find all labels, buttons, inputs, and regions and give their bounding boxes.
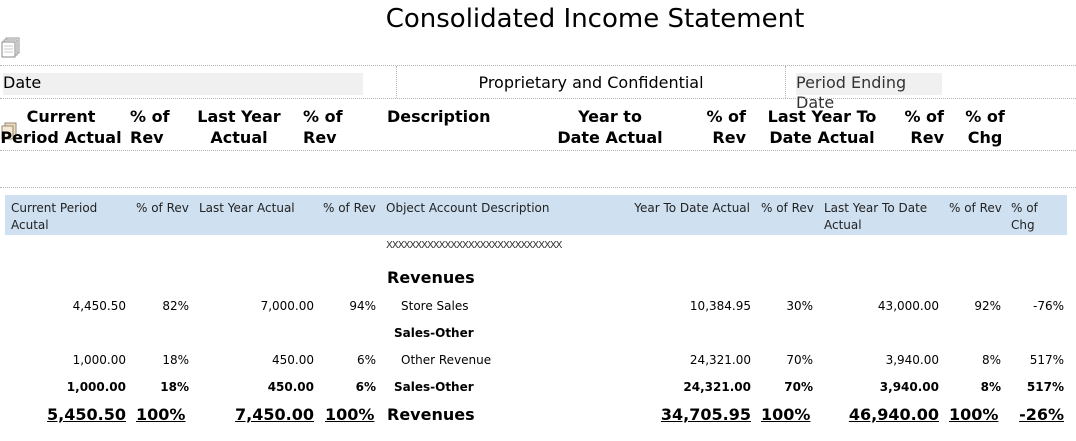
section-sales-other: Sales-Other: [394, 326, 474, 340]
divider: [396, 66, 397, 98]
band-description: Object Account Description: [386, 201, 550, 215]
cell-pct-rev-lytd: 100%: [949, 405, 999, 424]
header-description: Description: [387, 107, 491, 126]
divider: [0, 98, 1076, 99]
cell-pct-rev-ytd: 30%: [786, 299, 813, 313]
cell-description: Other Revenue: [401, 353, 492, 367]
cell-lytd: 3,940.00: [879, 380, 939, 394]
cell-description: Store Sales: [401, 299, 469, 313]
placeholder-text: XXXXXXXXXXXXXXXXXXXXXXXXXXXXXX: [386, 240, 563, 251]
date-label: Date: [3, 73, 363, 95]
band-pct-rev-ly: % of Rev: [323, 201, 376, 215]
cell-ytd: 24,321.00: [689, 353, 751, 367]
band-pct-rev-lytd: % of Rev: [949, 201, 1002, 215]
cell-last-year: 7,450.00: [235, 405, 314, 424]
cell-lytd: 43,000.00: [877, 299, 939, 313]
band-pct-rev: % of Rev: [136, 201, 189, 215]
cell-pct-rev-ly: 6%: [356, 353, 376, 367]
cell-pct-chg: -26%: [1019, 405, 1064, 424]
divider: [0, 65, 1076, 66]
cell-current: 4,450.50: [72, 299, 126, 313]
divider: [785, 66, 786, 98]
section-revenues: Revenues: [387, 268, 475, 287]
cell-ytd: 10,384.95: [689, 299, 751, 313]
cell-pct-rev-ly: 6%: [355, 380, 376, 394]
period-ending-label: Period Ending Date: [796, 73, 942, 112]
cell-last-year: 450.00: [267, 380, 314, 394]
band-ytd: Year To Date Actual: [634, 201, 750, 215]
divider: [0, 150, 1076, 151]
cell-pct-chg: -76%: [1032, 299, 1064, 313]
cell-description: Revenues: [387, 405, 475, 424]
cell-pct-rev: 100%: [136, 405, 186, 424]
cell-current: 1,000.00: [72, 353, 126, 367]
cell-pct-rev-lytd: 8%: [980, 380, 1001, 394]
cell-pct-rev-ytd: 70%: [786, 353, 813, 367]
cell-lytd: 46,940.00: [848, 405, 939, 424]
cell-pct-rev-lytd: 8%: [981, 353, 1001, 367]
cell-pct-rev-ly: 100%: [325, 405, 375, 424]
cell-pct-rev-lytd: 92%: [974, 299, 1001, 313]
column-header-band: [5, 195, 1067, 235]
cell-ytd: 24,321.00: [683, 380, 751, 394]
cell-pct-chg: 517%: [1026, 380, 1064, 394]
cell-last-year: 7,000.00: [260, 299, 314, 313]
divider: [0, 187, 1076, 188]
cell-description: Sales-Other: [394, 380, 474, 394]
cell-pct-rev: 18%: [160, 380, 189, 394]
confidential-label: Proprietary and Confidential: [478, 73, 704, 92]
cell-pct-rev: 82%: [162, 299, 189, 313]
band-pct-rev-ytd: % of Rev: [761, 201, 814, 215]
cell-ytd: 34,705.95: [660, 405, 751, 424]
cell-pct-chg: 517%: [1029, 353, 1064, 367]
document-stack-icon[interactable]: [1, 122, 17, 142]
cell-lytd: 3,940.00: [885, 353, 939, 367]
cell-pct-rev-ytd: 70%: [784, 380, 813, 394]
cell-current: 5,450.50: [47, 405, 126, 424]
cell-pct-rev: 18%: [162, 353, 189, 367]
cell-current: 1,000.00: [66, 380, 126, 394]
cell-last-year: 450.00: [272, 353, 314, 367]
band-last-year: Last Year Actual: [199, 201, 295, 215]
cell-pct-rev-ly: 94%: [349, 299, 376, 313]
report-title: Consolidated Income Statement: [385, 4, 805, 34]
cell-pct-rev-ytd: 100%: [761, 405, 811, 424]
document-icon[interactable]: [1, 37, 21, 59]
